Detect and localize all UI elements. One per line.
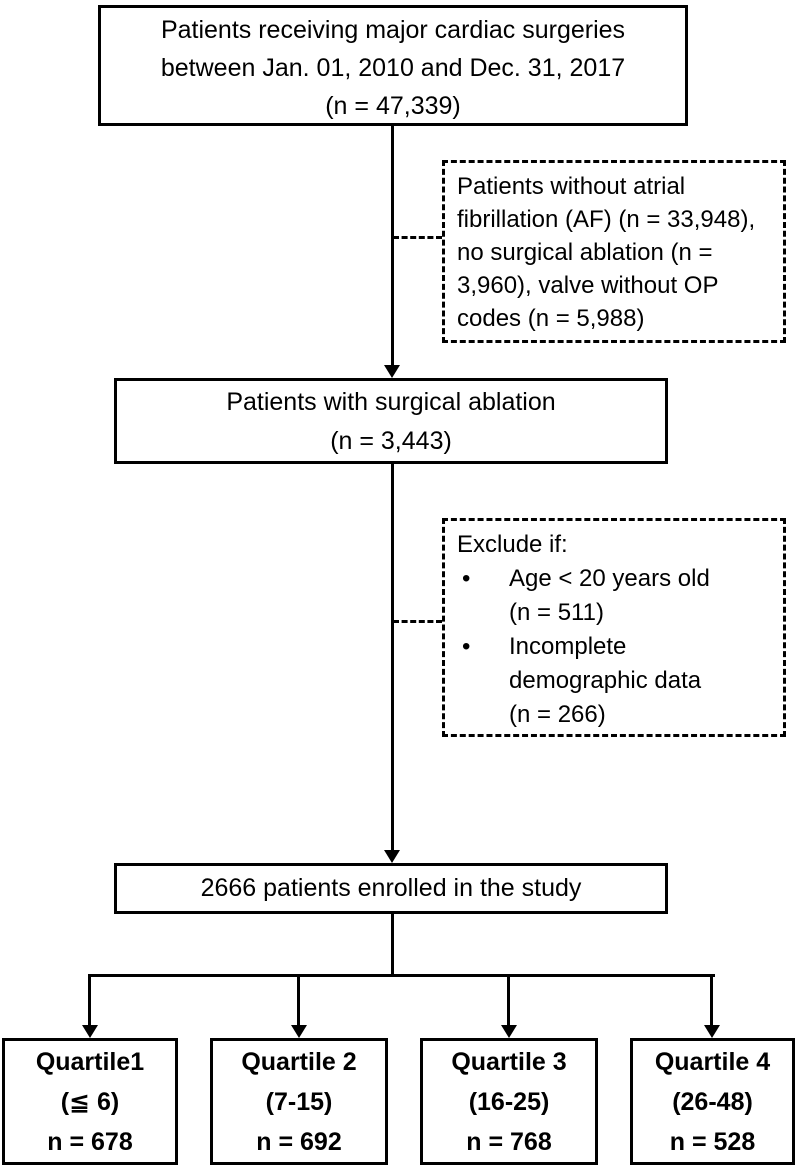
exclude-if-title: Exclude if: <box>457 531 568 558</box>
arrow-down-icon <box>384 850 400 863</box>
box-surgical-ablation-count: (n = 3,443) <box>330 427 452 455</box>
quartile2-count: n = 692 <box>256 1128 342 1156</box>
exclude-age-line1: Age < 20 years old <box>509 565 710 592</box>
box-surgical-ablation: Patients with surgical ablation (n = 3,4… <box>114 378 668 464</box>
flow-line-ablation-to-enrolled <box>391 464 394 850</box>
arrow-down-icon <box>82 1025 98 1038</box>
exclusion1-line3: no surgical ablation (n = <box>457 239 713 266</box>
exclude-age-count: (n = 511) <box>509 599 604 626</box>
box-total-patients: Patients receiving major cardiac surgeri… <box>98 5 688 126</box>
dashed-branch-exclusion-1 <box>393 236 442 239</box>
exclude-bullet-demographic: • Incomplete demographic data (n = 266) <box>457 630 775 732</box>
quartile4-count: n = 528 <box>669 1128 756 1156</box>
box-enrolled: 2666 patients enrolled in the study <box>114 863 668 914</box>
flow-line-to-quartile2 <box>297 974 300 1026</box>
box-total-patients-line1: Patients receiving major cardiac surgeri… <box>160 16 626 44</box>
quartile2-label: Quartile 2 <box>241 1048 357 1076</box>
quartile1-range: (≦ 6) <box>60 1088 120 1116</box>
box-total-patients-line2: between Jan. 01, 2010 and Dec. 31, 2017 <box>160 54 626 82</box>
quartile2-range: (7-15) <box>265 1088 333 1116</box>
exclusion1-line4: 3,960), valve without OP <box>457 272 719 299</box>
flow-line-to-quartile3 <box>507 974 510 1026</box>
box-enrolled-text: 2666 patients enrolled in the study <box>200 874 582 902</box>
box-quartile-1: Quartile1 (≦ 6) n = 678 <box>2 1038 178 1165</box>
arrow-down-icon <box>384 365 400 378</box>
quartile3-range: (16-25) <box>468 1088 550 1116</box>
quartile1-label: Quartile1 <box>35 1048 145 1076</box>
flow-line-enrolled-to-splitter <box>391 914 394 976</box>
quartile4-range: (26-48) <box>672 1088 753 1116</box>
bullet-icon: • <box>462 633 471 660</box>
flow-line-top-to-ablation <box>391 126 394 366</box>
flow-line-to-quartile1 <box>88 974 91 1026</box>
arrow-down-icon <box>704 1025 720 1038</box>
box-quartile-3: Quartile 3 (16-25) n = 768 <box>420 1038 598 1165</box>
exclude-bullet-age: • Age < 20 years old (n = 511) <box>457 562 775 630</box>
quartile3-count: n = 768 <box>466 1128 552 1156</box>
bullet-icon: • <box>462 565 471 592</box>
arrow-down-icon <box>501 1025 517 1038</box>
exclude-demo-line1: Incomplete <box>509 633 627 660</box>
quartile3-label: Quartile 3 <box>451 1048 567 1076</box>
exclusion1-line5: codes (n = 5,988) <box>457 305 645 332</box>
exclusion1-line2: fibrillation (AF) (n = 33,948), <box>457 206 756 233</box>
box-total-patients-count: (n = 47,339) <box>325 92 461 120</box>
box-quartile-2: Quartile 2 (7-15) n = 692 <box>210 1038 388 1165</box>
quartile4-label: Quartile 4 <box>654 1048 771 1076</box>
flow-line-to-quartile4 <box>710 974 713 1026</box>
arrow-down-icon <box>291 1025 307 1038</box>
quartile1-count: n = 678 <box>47 1128 133 1156</box>
exclude-demo-line2: demographic data <box>509 667 702 694</box>
box-exclude-if: Exclude if: • Age < 20 years old (n = 51… <box>442 518 786 737</box>
box-quartile-4: Quartile 4 (26-48) n = 528 <box>630 1038 795 1165</box>
exclude-demo-count: (n = 266) <box>509 701 606 728</box>
box-exclusion-no-af: Patients without atrial fibrillation (AF… <box>442 160 786 343</box>
exclusion1-line1: Patients without atrial <box>457 173 686 200</box>
dashed-branch-exclusion-2 <box>393 620 442 623</box>
box-surgical-ablation-line1: Patients with surgical ablation <box>226 388 556 416</box>
splitter-line <box>88 974 715 977</box>
